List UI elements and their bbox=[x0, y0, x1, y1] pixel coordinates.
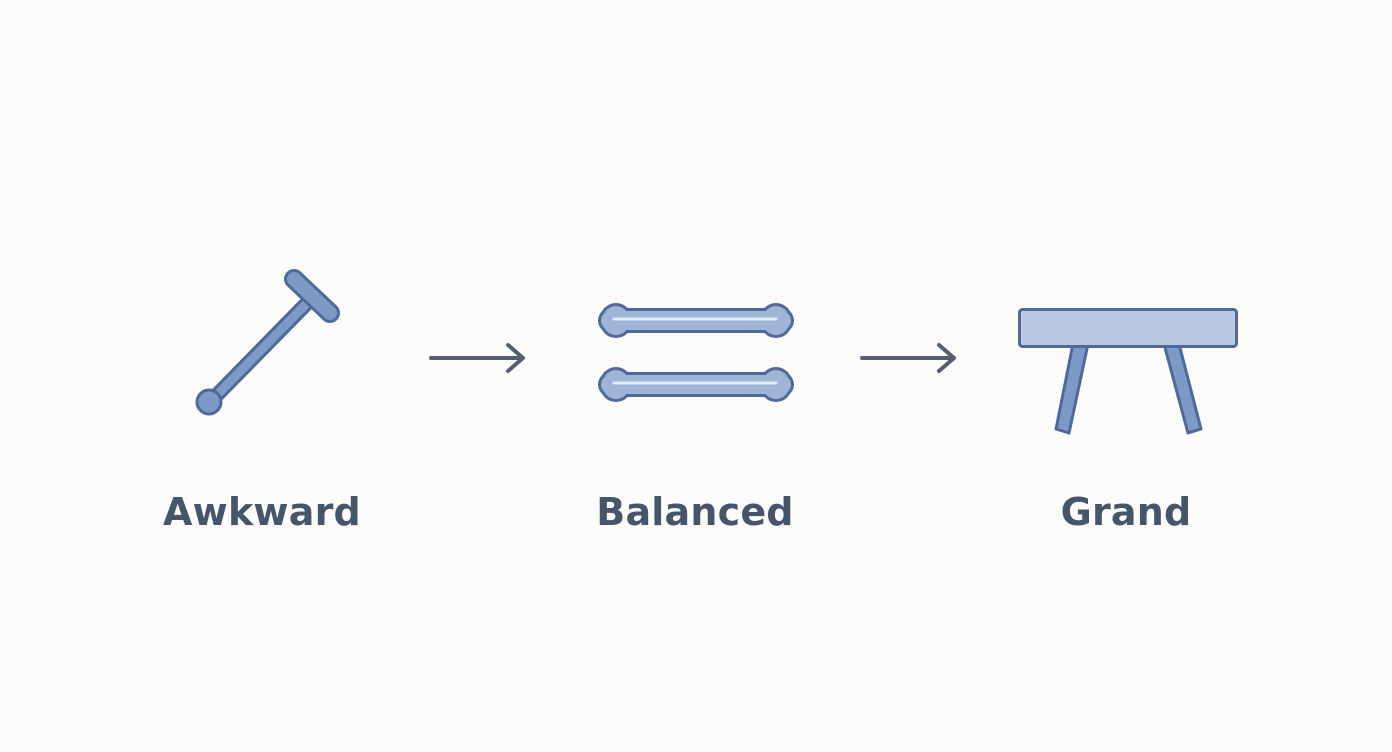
parallel-bars-icon bbox=[590, 295, 802, 410]
stage-label-balanced: Balanced bbox=[596, 490, 794, 534]
tilted-rod-icon bbox=[180, 255, 360, 435]
table-icon bbox=[1012, 300, 1244, 440]
arrow-right-icon bbox=[859, 340, 959, 376]
arrow-right-icon bbox=[428, 340, 528, 376]
stage-label-awkward: Awkward bbox=[163, 490, 361, 534]
stage-label-grand: Grand bbox=[1060, 490, 1192, 534]
